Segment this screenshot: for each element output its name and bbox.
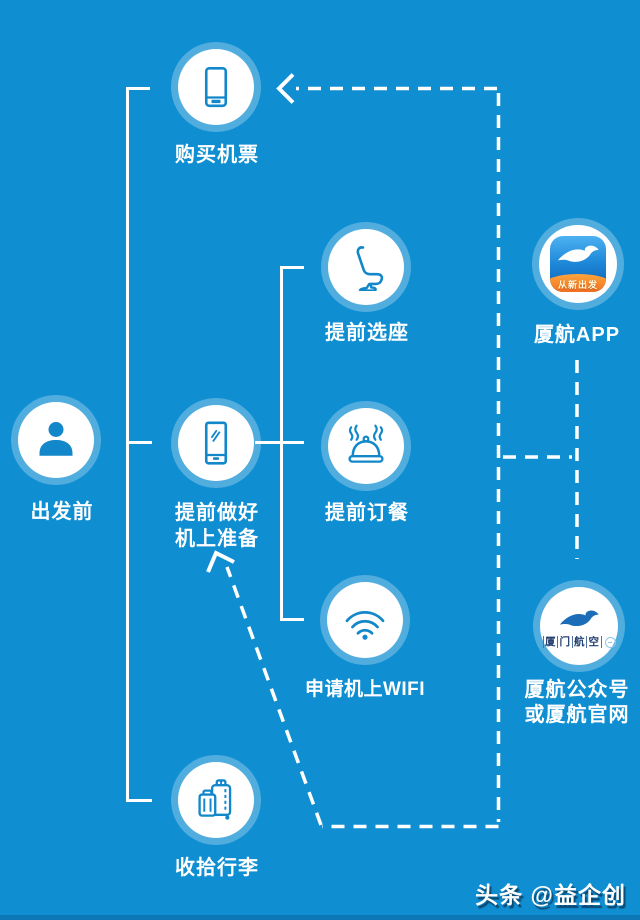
xiamen-air-app-icon: 从新出发 <box>550 236 606 292</box>
arrowhead-left-icon <box>276 73 295 104</box>
node-wifi <box>327 582 403 658</box>
xiamen-air-logo-icon: 厦门航空 <box>542 608 616 649</box>
label-departure: 出发前 <box>30 501 94 523</box>
label-app: 厦航APP <box>533 324 621 346</box>
label-prepare-line2: 机上准备 <box>175 528 259 550</box>
meal-cloche-icon <box>348 424 384 463</box>
node-prepare <box>178 405 254 481</box>
label-pack-luggage: 收拾行李 <box>175 857 259 879</box>
arrowhead-up-icon <box>206 550 235 573</box>
node-meal <box>328 408 404 484</box>
label-seat: 提前选座 <box>325 322 409 344</box>
node-pack-luggage <box>178 762 254 838</box>
logo-stamp-icon <box>604 636 616 648</box>
app-badge: 从新出发 <box>550 274 606 292</box>
label-official-line1: 厦航公众号 <box>524 679 630 701</box>
label-official-line2: 或厦航官网 <box>524 704 630 726</box>
node-seat <box>328 229 404 305</box>
label-wifi: 申请机上WIFI <box>304 679 426 700</box>
luggage-icon <box>198 779 232 820</box>
watermark: 头条 @益企创 <box>475 882 626 908</box>
label-meal: 提前订餐 <box>325 502 409 524</box>
airplane-seat-icon <box>356 246 384 291</box>
bottom-edge-strip <box>0 915 640 920</box>
app-badge-text: 从新出发 <box>557 279 598 290</box>
person-icon <box>39 422 73 456</box>
left-bracket-line <box>126 87 152 802</box>
smartphone-shine-icon <box>204 421 228 465</box>
egret-bird-icon <box>557 245 599 262</box>
node-buy-ticket <box>178 49 254 125</box>
label-prepare: 提前做好 机上准备 <box>137 500 297 552</box>
egret-bird-icon <box>559 610 599 626</box>
label-buy-ticket: 购买机票 <box>175 144 259 166</box>
node-departure <box>18 402 94 478</box>
label-official: 厦航公众号 或厦航官网 <box>497 678 640 728</box>
logo-wordmark: 厦门航空 <box>542 636 602 649</box>
label-prepare-line1: 提前做好 <box>175 502 259 524</box>
wifi-icon <box>345 611 385 640</box>
node-official: 厦门航空 <box>540 587 618 665</box>
smartphone-icon <box>204 66 228 108</box>
node-app: 从新出发 <box>539 225 617 303</box>
